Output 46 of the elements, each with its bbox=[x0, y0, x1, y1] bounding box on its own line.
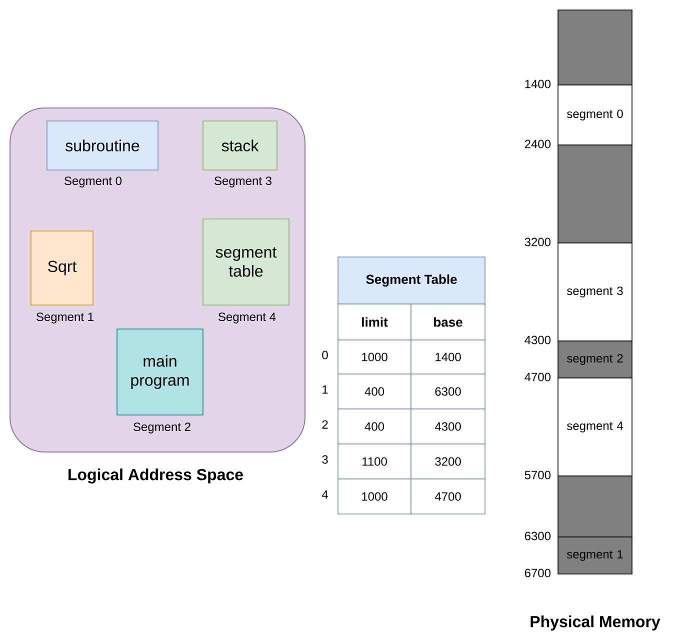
address-label: 6300 bbox=[524, 532, 551, 540]
address-label: 1400 bbox=[525, 80, 551, 88]
heading: Logical Address Space bbox=[68, 468, 243, 484]
table-cell: 4300 bbox=[410, 408, 486, 444]
row-number: 1 bbox=[322, 385, 328, 394]
segment-caption: Segment 1 bbox=[36, 312, 94, 324]
memory-segment: segment 3 bbox=[558, 242, 632, 342]
row-number: 4 bbox=[322, 490, 328, 499]
address-label: 4700 bbox=[524, 372, 551, 382]
table-cell: 6300 bbox=[410, 374, 486, 410]
address-label: 5700 bbox=[524, 470, 551, 480]
address-label: 2400 bbox=[524, 140, 551, 148]
segment-caption: Segment 2 bbox=[134, 422, 190, 434]
memory-block bbox=[558, 10, 632, 86]
heading: Physical Memory bbox=[530, 616, 660, 630]
table-cell: 1000 bbox=[338, 340, 412, 374]
table-cell: 1100 bbox=[338, 444, 412, 480]
memory-segment: segment 0 bbox=[558, 84, 632, 146]
segment-box: main program bbox=[116, 328, 204, 416]
row-number: 3 bbox=[322, 455, 328, 464]
segment-caption: Segment 3 bbox=[214, 176, 272, 188]
memory-segment: segment 4 bbox=[558, 378, 632, 476]
table-cell: 3200 bbox=[410, 444, 486, 480]
table-cell: limit bbox=[338, 304, 412, 340]
segment-box: subroutine bbox=[46, 120, 158, 170]
table-cell: 400 bbox=[338, 408, 412, 444]
table-cell: base bbox=[410, 304, 486, 340]
table-cell: 400 bbox=[338, 374, 412, 410]
segment-box: segment table bbox=[202, 218, 290, 306]
memory-segment: segment 1 bbox=[558, 536, 632, 574]
address-label: 6700 bbox=[524, 568, 551, 578]
segment-caption: Segment 0 bbox=[64, 176, 122, 188]
table-cell: 4700 bbox=[410, 478, 486, 514]
address-label: 3200 bbox=[524, 238, 551, 246]
memory-block bbox=[558, 476, 632, 538]
row-number: 0 bbox=[322, 350, 328, 360]
table-header: Segment Table bbox=[338, 256, 486, 304]
segment-caption: Segment 4 bbox=[218, 312, 276, 324]
segment-box: stack bbox=[202, 120, 278, 170]
address-label: 4300 bbox=[524, 336, 551, 344]
table-cell: 1000 bbox=[338, 478, 412, 514]
segment-box: Sqrt bbox=[30, 230, 94, 306]
memory-block bbox=[558, 144, 632, 244]
row-number: 2 bbox=[322, 420, 328, 429]
memory-segment: segment 2 bbox=[558, 340, 632, 378]
table-cell: 1400 bbox=[410, 340, 486, 374]
